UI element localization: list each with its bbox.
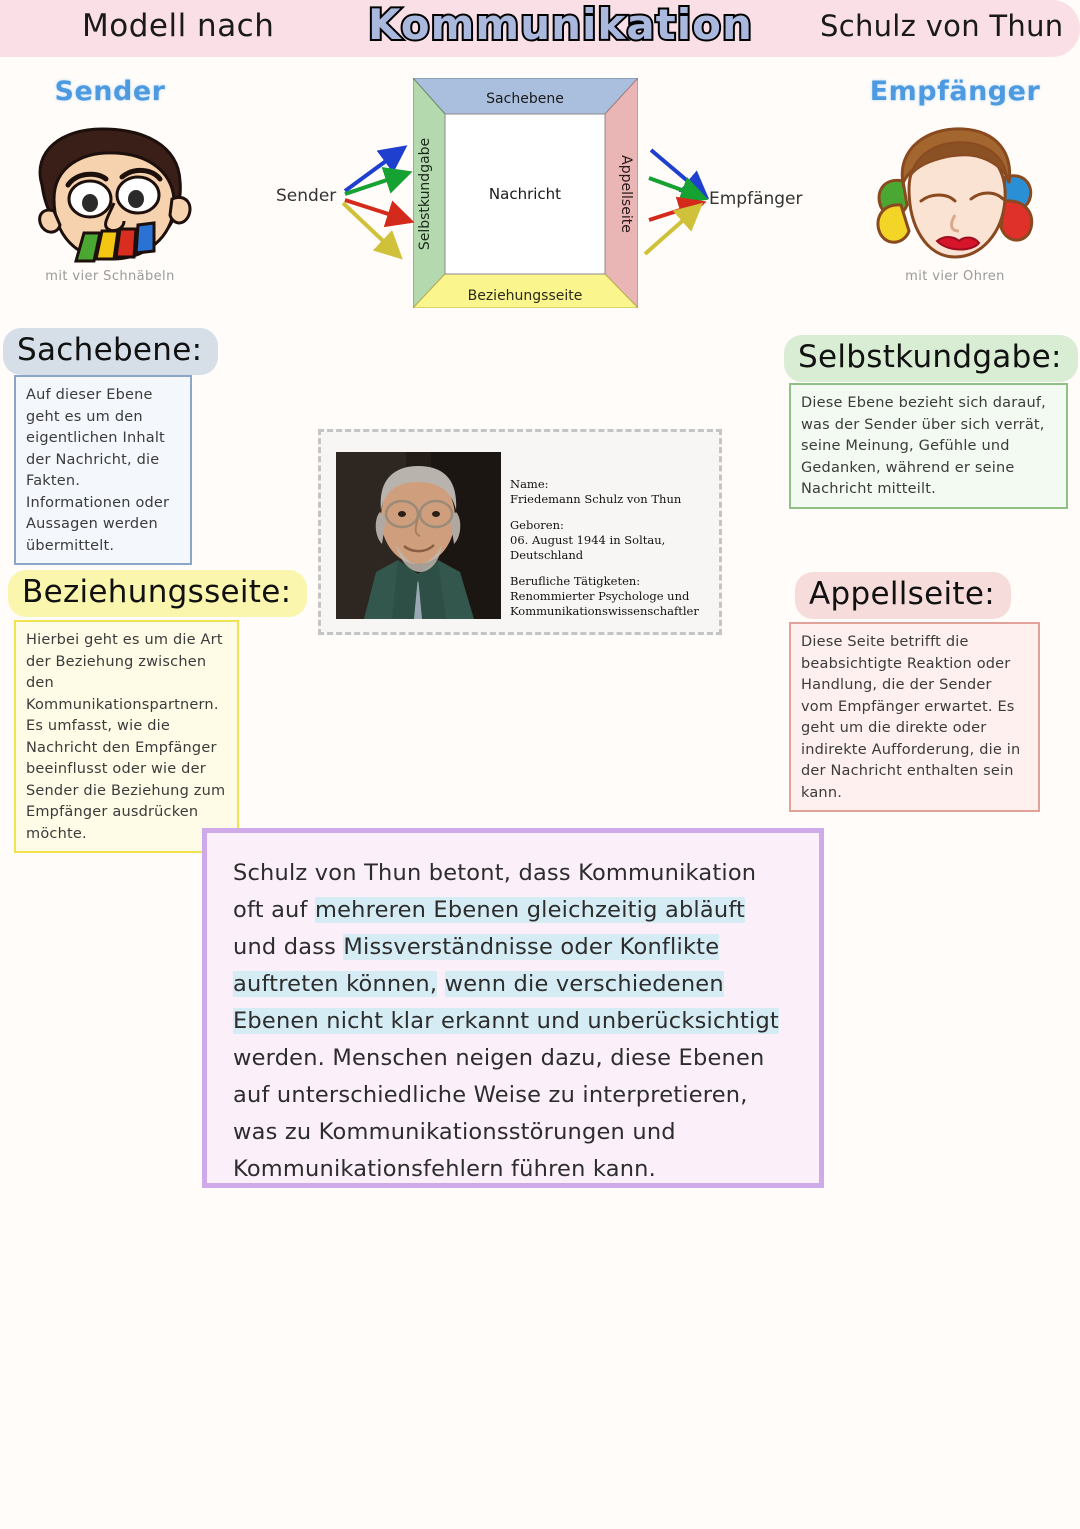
summary-plain: werden. Menschen neigen dazu, diese Eben… (233, 1045, 765, 1182)
section-body-beziehungsseite: Hierbei geht es um die Art der Beziehung… (14, 620, 239, 853)
page-title: Kommunikation (366, 0, 754, 51)
section-body-sachebene: Auf dieser Ebene geht es um den eigentli… (14, 375, 192, 565)
header-left-text: Modell nach (82, 8, 275, 44)
section-heading-sachebene: Sachebene: (3, 328, 219, 375)
svg-text:Empfänger: Empfänger (709, 189, 803, 209)
svg-text:Nachricht: Nachricht (489, 185, 561, 203)
header-right-text: Schulz von Thun (820, 9, 1064, 43)
summary-plain (437, 971, 444, 997)
section-heading-selbstkundgabe: Selbstkundgabe: (784, 335, 1078, 382)
biography-job-label: Berufliche Tätigketen: (510, 574, 641, 588)
biography-job-value-line2: Kommunikationswissenschaftler (510, 604, 699, 618)
sender-caption: mit vier Schnäbeln (45, 269, 175, 284)
portrait-photo (336, 452, 501, 619)
sender-title: Sender (54, 76, 166, 107)
four-sides-diagram: Sachebene Beziehungsseite Nachricht Selb… (276, 76, 803, 310)
biography-job-value-line1: Renommierter Psychologe und (510, 589, 690, 603)
svg-text:Selbstkundgabe: Selbstkundgabe (417, 138, 433, 250)
biography-born-block: Geboren: 06. August 1944 in Soltau, Deut… (510, 518, 715, 563)
biography-job-block: Berufliche Tätigketen: Renommierter Psyc… (510, 574, 715, 619)
receiver-caption: mit vier Ohren (905, 269, 1005, 284)
receiver-face-icon (855, 107, 1055, 277)
sender-illustration-group: Sender mit vier Schnä (10, 76, 210, 284)
biography-text: Name: Friedemann Schulz von Thun Geboren… (510, 477, 715, 619)
biography-name-block: Name: Friedemann Schulz von Thun (510, 477, 715, 507)
sender-face-icon (10, 107, 210, 277)
receiver-illustration-group: Empfänger mit vier Ohren (855, 76, 1055, 284)
biography-card: Name: Friedemann Schulz von Thun Geboren… (318, 429, 722, 635)
summary-highlight: mehreren Ebenen gleichzeitig abläuft (315, 897, 746, 923)
header-band (0, 0, 1080, 57)
summary-box: Schulz von Thun betont, dass Kommunikati… (202, 828, 824, 1188)
biography-born-value: 06. August 1944 in Soltau, Deutschland (510, 533, 666, 562)
svg-text:Beziehungsseite: Beziehungsseite (468, 288, 583, 304)
svg-text:Appellseite: Appellseite (618, 155, 634, 233)
biography-name-value: Friedemann Schulz von Thun (510, 492, 682, 506)
receiver-title: Empfänger (869, 76, 1041, 107)
biography-born-label: Geboren: (510, 518, 564, 532)
biography-name-label: Name: (510, 477, 549, 491)
section-heading-appellseite: Appellseite: (795, 572, 1011, 619)
summary-plain: Schulz von Thun betont, dass Kommunikati… (233, 860, 757, 923)
svg-text:Sender: Sender (276, 186, 336, 206)
svg-text:Sachebene: Sachebene (486, 91, 564, 107)
section-heading-beziehungsseite: Beziehungsseite: (8, 570, 308, 617)
section-body-appellseite: Diese Seite betrifft die beabsichtigte R… (789, 622, 1040, 812)
section-body-selbstkundgabe: Diese Ebene bezieht sich darauf, was der… (789, 383, 1068, 509)
summary-plain: und dass (233, 934, 344, 960)
summary-text: Schulz von Thun betont, dass Kommunikati… (233, 855, 793, 1188)
